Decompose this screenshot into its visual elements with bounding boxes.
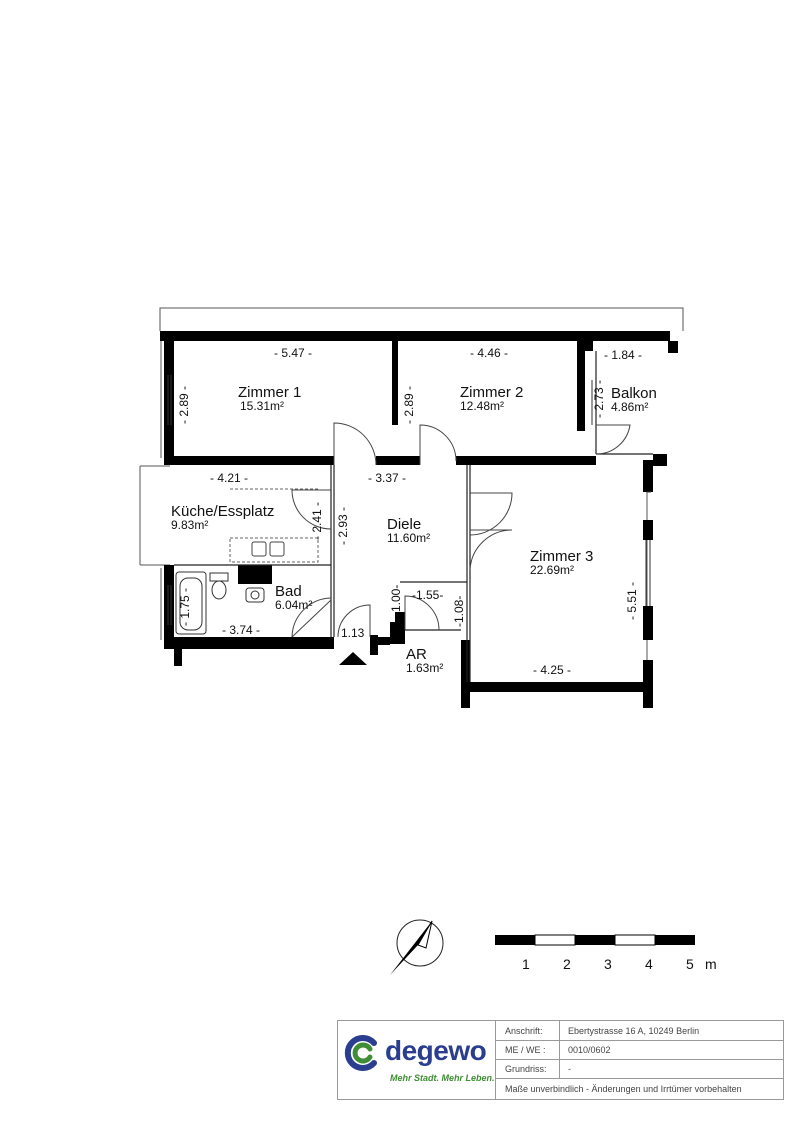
bathtub [175,571,207,635]
dim-entry-width: 1.13 [341,626,365,640]
unit-row: ME / WE : 0010/0602 [495,1040,783,1060]
dim-balkon-width: - 1.84 - [604,348,642,362]
disclaimer-text: Maße unverbindlich - Änderungen und Irrt… [505,1084,742,1094]
windows [167,375,651,625]
room-name-zimmer1: Zimmer 1 [238,384,301,401]
dim-zimmer2-depth: - 2.89 - [402,386,416,424]
room-area-zimmer1: 15.31m² [240,399,284,413]
dim-bad-width: - 3.74 - [222,623,260,637]
room-name-balkon: Balkon [611,385,657,402]
room-area-zimmer2: 12.48m² [460,399,504,413]
scale-label-2: 2 [563,956,571,972]
door-swings [291,422,631,638]
scale-unit: m [705,956,717,972]
room-name-zimmer2: Zimmer 2 [460,384,523,401]
plan-row: Grundriss: - [495,1059,783,1079]
room-area-kueche: 9.83m² [171,518,208,532]
room-name-kueche: Küche/Essplatz [171,503,274,520]
address-label: Anschrift: [505,1026,543,1036]
dim-ar-depth-right: -1.08- [452,596,466,627]
walls [160,331,678,708]
room-name-ar: AR [406,646,427,663]
address-value: Ebertystrasse 16 A, 10249 Berlin [568,1026,700,1036]
scale-label-1: 1 [522,956,530,972]
brand-tagline: Mehr Stadt. Mehr Leben. [390,1073,495,1083]
partition-lines [174,351,653,682]
plan-value: - [568,1064,571,1074]
scale-label-4: 4 [645,956,653,972]
plan-label: Grundriss: [505,1064,547,1074]
room-area-ar: 1.63m² [406,661,443,675]
disclaimer-row: Maße unverbindlich - Änderungen und Irrt… [495,1079,783,1098]
room-area-zimmer3: 22.69m² [530,563,574,577]
room-area-bad: 6.04m² [275,598,312,612]
dim-diele-width: - 3.37 - [368,471,406,485]
room-name-diele: Diele [387,516,421,533]
washbasin [245,587,265,603]
facade-outline [139,307,684,706]
dim-bad-depth: - 1.75 - [178,588,192,626]
dim-diele-depth: - 2.93 - [336,507,350,545]
dim-kueche-width: - 4.21 - [210,471,248,485]
title-block: degewo Mehr Stadt. Mehr Leben. Anschrift… [337,1020,784,1100]
dim-zimmer3-width: - 4.25 - [533,663,571,677]
address-row: Anschrift: Ebertystrasse 16 A, 10249 Ber… [495,1021,783,1041]
floor-plan: Zimmer 1 15.31m² Zimmer 2 12.48m² Balkon… [139,307,717,975]
dim-zimmer3-depth: - 5.51 - [625,582,639,620]
dim-zimmer1-depth: - 2.89 - [177,386,191,424]
unit-value: 0010/0602 [568,1045,611,1055]
degewo-logo-icon [344,1035,377,1071]
dim-zimmer1-width: - 5.47 - [274,346,312,360]
dim-balkon-depth: - 2.73 - [592,380,606,418]
room-name-zimmer3: Zimmer 3 [530,548,593,565]
brand-name: degewo [385,1035,487,1066]
dim-ar-width: -1.55- [412,588,443,602]
room-name-bad: Bad [275,583,302,600]
kitchen-sink [251,541,285,557]
scale-label-5: 5 [686,956,694,972]
title-block-divider [559,1021,560,1078]
entrance-arrow-icon [339,652,367,665]
dim-zimmer2-width: - 4.46 - [470,346,508,360]
room-area-diele: 11.60m² [387,531,430,545]
north-arrow-icon [390,919,444,975]
scale-label-3: 3 [604,956,612,972]
unit-label: ME / WE : [505,1045,546,1055]
toilet [209,572,229,600]
scale-bar [495,934,695,946]
dim-ar-depth-left: -1.00- [389,585,403,616]
kitchen-counter [229,488,319,563]
room-area-balkon: 4.86m² [611,400,648,414]
logo: degewo Mehr Stadt. Mehr Leben. [338,1021,496,1099]
dim-kueche-depth: - 2.41 - [310,502,324,540]
